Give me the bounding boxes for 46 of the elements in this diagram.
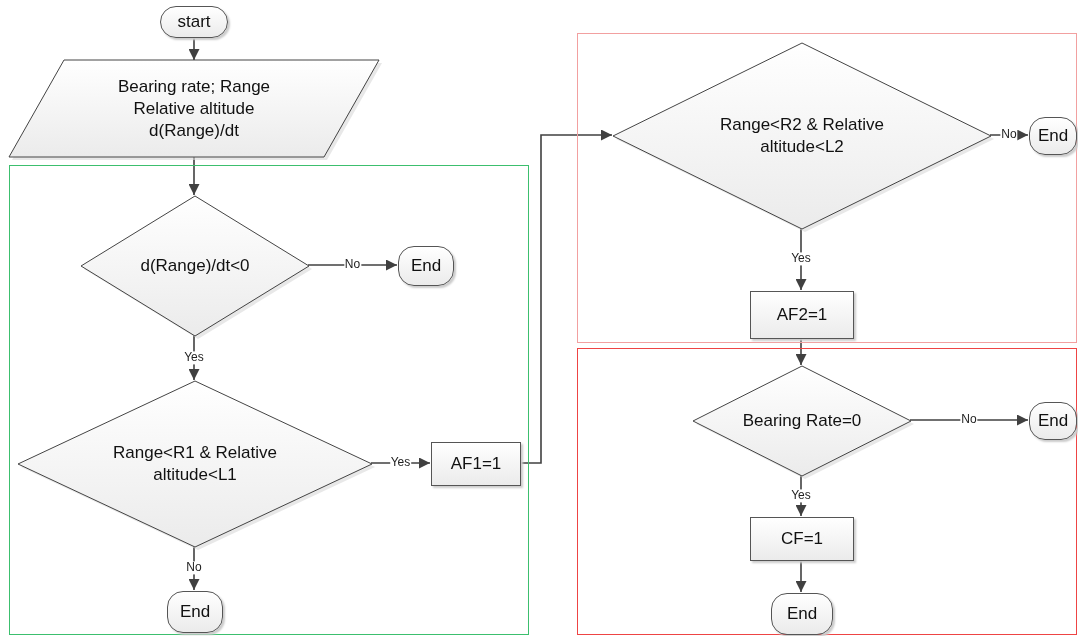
decision-diamond [613,43,991,229]
node-text: AF1=1 [450,452,502,475]
decision-diamond [18,381,372,547]
terminator [1029,117,1077,155]
terminator [1029,402,1077,440]
terminator [167,591,223,633]
process-box [750,291,854,339]
terminator [771,593,833,635]
node-text: start [177,10,211,33]
arrow [795,559,807,593]
edge-label: No [1000,128,1018,142]
terminator [398,246,454,286]
decision-diamond [81,196,309,336]
group-frame [577,33,1077,343]
node-text: End [1037,409,1069,432]
node-text: End [410,254,442,277]
node-text: Range<R1 & Relative altitude<L1 [112,441,278,486]
arrow [188,334,200,381]
node-text: AF2=1 [776,303,828,326]
arrow [188,545,200,591]
arrow [909,414,1029,426]
arrow [188,156,200,196]
terminator [160,6,228,38]
node-text: Range<R2 & Relative altitude<L2 [719,113,885,158]
node-text: End [786,602,818,625]
node-text: Bearing Rate=0 [741,409,863,432]
arrow [519,129,613,464]
group-frame [9,165,529,635]
edge-label: Yes [183,350,205,365]
node-text: d(Range)/dt<0 [139,254,251,277]
node-text: End [1037,124,1069,147]
arrow [795,227,807,291]
arrow [188,37,200,61]
arrow [370,457,431,469]
process-box [750,517,854,561]
group-frame [577,348,1077,635]
decision-diamond [693,366,911,476]
arrow [795,337,807,366]
process-box [431,442,521,486]
edge-label: Yes [790,488,812,503]
node-text: CF=1 [781,527,823,550]
node-text: End [179,600,211,623]
edge-label: No [185,561,203,575]
node-text: Bearing rate; Range Relative altitude d(Range)/dt [116,75,272,142]
edge-label: Yes [790,252,812,266]
input-parallelogram [9,60,379,157]
